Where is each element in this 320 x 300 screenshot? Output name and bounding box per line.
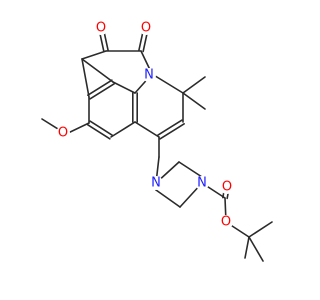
bond-pa-pb <box>178 161 203 178</box>
bond-cq-me2 <box>182 92 206 110</box>
bond-ca-cb-a <box>157 119 183 136</box>
bond-cd-ce <box>112 81 136 94</box>
atom-label-n_ring: N <box>144 68 154 83</box>
bond-ci-cf <box>81 58 90 98</box>
atom-label-o_ester: O <box>221 215 231 230</box>
bond-ch-cc <box>110 121 136 138</box>
bond-ce-ci <box>81 58 114 83</box>
atom-label-n_piperazine_bottom: N <box>197 176 207 191</box>
atom-label-o_ketone_1: O <box>96 21 106 36</box>
atom-background-o_ketone_2 <box>139 21 153 35</box>
atom-background-o_carbonyl <box>220 180 234 194</box>
bond-ce-cf-b <box>89 83 115 100</box>
atom-background-o_ketone_1 <box>94 21 108 35</box>
bond-c1-ci <box>81 50 107 60</box>
bond-cg-ch-a <box>87 124 111 140</box>
bond-lines <box>41 26 273 262</box>
bond-ct-t3 <box>244 236 250 259</box>
atom-label-o_ketone_2: O <box>141 21 151 36</box>
atom-background-o_ester <box>219 215 233 229</box>
bond-cg-ch-b <box>89 120 113 136</box>
atom-background-o_methoxy <box>56 126 70 140</box>
atom-background-n_ring <box>142 68 156 82</box>
atom-background-n_piperazine_bottom <box>195 176 209 190</box>
bond-ce-cf-a <box>87 79 113 96</box>
bond-ct-t1 <box>248 221 273 238</box>
bond-ct-t2 <box>248 236 264 262</box>
bond-ca-cb-b <box>159 123 185 140</box>
bond-cq-me1 <box>182 76 206 94</box>
bond-cb-cc <box>134 121 160 138</box>
atom-background-n_piperazine_top <box>149 176 163 190</box>
atom-label-o_methoxy: O <box>58 126 68 141</box>
bond-n-cq <box>151 73 184 94</box>
atom-label-n_piperazine_top: N <box>151 176 161 191</box>
atom-label-o_carbonyl: O <box>222 180 232 195</box>
bond-pc-pd <box>155 189 181 208</box>
